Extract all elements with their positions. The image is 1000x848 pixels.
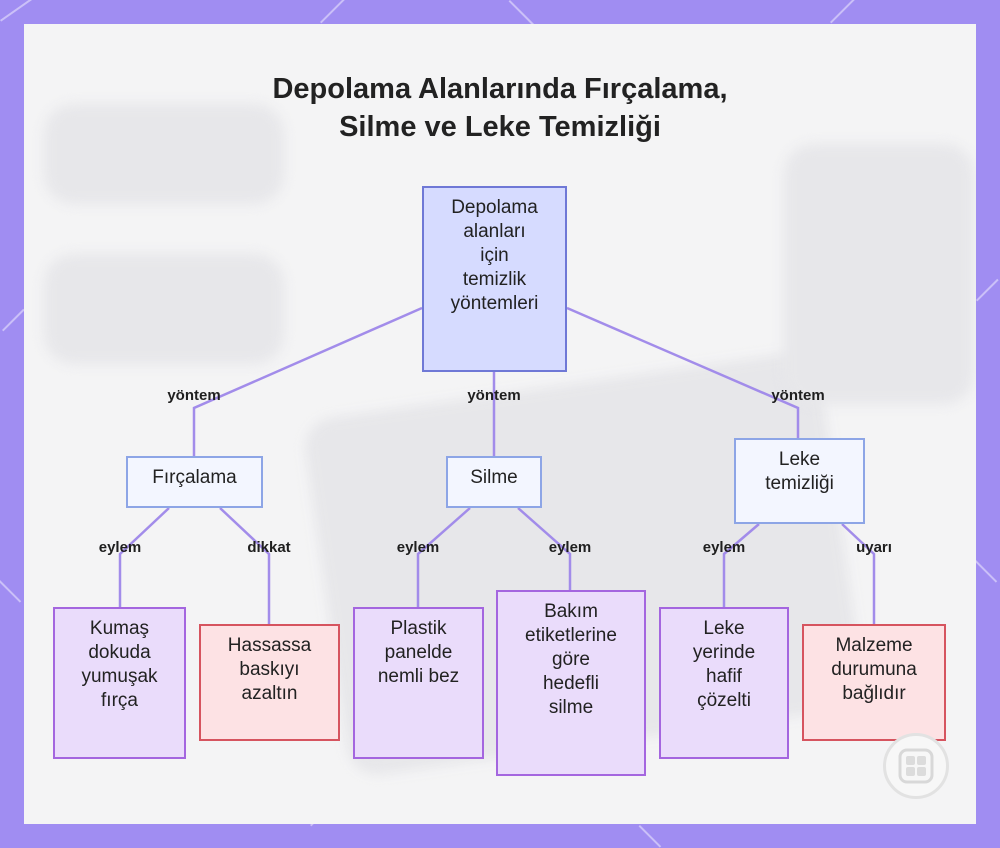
node-text: hafif xyxy=(706,666,742,687)
node-text: çözelti xyxy=(697,690,751,711)
edge-wiping-targeted xyxy=(517,507,572,590)
frame-decoration xyxy=(974,560,998,583)
edge-root-brushing xyxy=(192,306,423,456)
edge-label: eylem xyxy=(548,539,592,556)
diagram-title: Depolama Alanlarında Fırçalama, Silme ve… xyxy=(24,70,976,146)
node-text: azaltın xyxy=(241,683,298,704)
node-text: temizlik xyxy=(462,269,527,290)
node-text: Depolama xyxy=(451,197,538,218)
node-brushing: Fırçalama xyxy=(126,456,263,508)
node-text: yerinde xyxy=(692,642,756,663)
background-blur-shape xyxy=(44,104,284,204)
background-blur-shape xyxy=(784,144,974,404)
title-line-1: Depolama Alanlarında Fırçalama, xyxy=(272,73,728,105)
node-text: Silme xyxy=(470,467,518,488)
frame-decoration xyxy=(0,0,34,22)
node-text: durumuna xyxy=(831,659,917,680)
node-stain: Leke temizliği xyxy=(734,438,865,524)
node-targeted-wipe: Bakım etiketlerine göre hedefli silme xyxy=(496,590,646,776)
title-line-2: Silme ve Leke Temizliği xyxy=(339,111,661,143)
node-text: Plastik xyxy=(390,618,447,639)
frame-decoration xyxy=(2,308,25,332)
frame-decoration xyxy=(320,0,350,24)
node-reduce-pressure: Hassassa baskıyı azaltın xyxy=(199,624,340,741)
node-text: Leke xyxy=(703,618,745,639)
edge-layer xyxy=(118,306,876,624)
node-text: panelde xyxy=(384,642,453,663)
edge-label: dikkat xyxy=(247,539,291,556)
edge-label: uyarı xyxy=(856,539,892,556)
edge-label: eylem xyxy=(396,539,440,556)
edge-brushing-pressure xyxy=(219,507,271,624)
edge-stain-solution xyxy=(722,523,760,607)
node-text: yumuşak xyxy=(81,666,158,687)
grid-logo-icon xyxy=(898,748,934,784)
frame-decoration xyxy=(976,278,999,302)
edge-label: yöntem xyxy=(771,387,825,404)
edge-stain-material xyxy=(841,523,876,624)
node-mild-solution: Leke yerinde hafif çözelti xyxy=(659,607,789,759)
node-text: Malzeme xyxy=(835,635,913,656)
background-blur-shape xyxy=(44,254,284,364)
frame-decoration xyxy=(0,580,22,603)
edge-root-stain xyxy=(566,306,800,438)
diagram-panel: Depolama Alanlarında Fırçalama, Silme ve… xyxy=(24,24,976,824)
frame-decoration xyxy=(830,0,857,24)
brand-logo-icon xyxy=(883,733,949,799)
node-material-dependent: Malzeme durumuna bağlıdır xyxy=(802,624,946,741)
node-text: baskıyı xyxy=(239,659,300,680)
frame-decoration xyxy=(508,0,535,26)
node-text: fırça xyxy=(101,690,138,711)
edge-brushing-softbrush xyxy=(118,507,170,607)
node-root: Depolama alanları için temizlik yöntemle… xyxy=(422,186,567,372)
node-text: etiketlerine xyxy=(525,625,617,646)
edge-label: yöntem xyxy=(467,387,521,404)
node-text: bağlıdır xyxy=(842,683,906,704)
node-text: dokuda xyxy=(88,642,151,663)
edge-label: eylem xyxy=(98,539,142,556)
node-text: temizliği xyxy=(765,473,834,494)
node-text: için xyxy=(480,245,509,266)
node-text: Bakım xyxy=(544,601,598,622)
node-text: göre xyxy=(551,649,590,670)
node-text: silme xyxy=(548,697,594,718)
node-text: Hassassa xyxy=(227,635,312,656)
node-soft-brush: Kumaş dokuda yumuşak fırça xyxy=(53,607,186,759)
node-damp-cloth: Plastik panelde nemli bez xyxy=(353,607,484,759)
edge-label: yöntem xyxy=(167,387,221,404)
edge-label: eylem xyxy=(702,539,746,556)
node-text: yöntemleri xyxy=(450,293,539,314)
edge-wiping-damp xyxy=(416,507,471,607)
node-wiping: Silme xyxy=(446,456,542,508)
node-text: alanları xyxy=(463,221,526,242)
node-text: Fırçalama xyxy=(152,467,237,488)
node-text: Leke xyxy=(778,449,821,470)
node-text: nemli bez xyxy=(377,666,460,687)
node-text: hedefli xyxy=(542,673,599,694)
node-text: Kumaş xyxy=(89,618,150,639)
frame-decoration xyxy=(638,825,662,848)
